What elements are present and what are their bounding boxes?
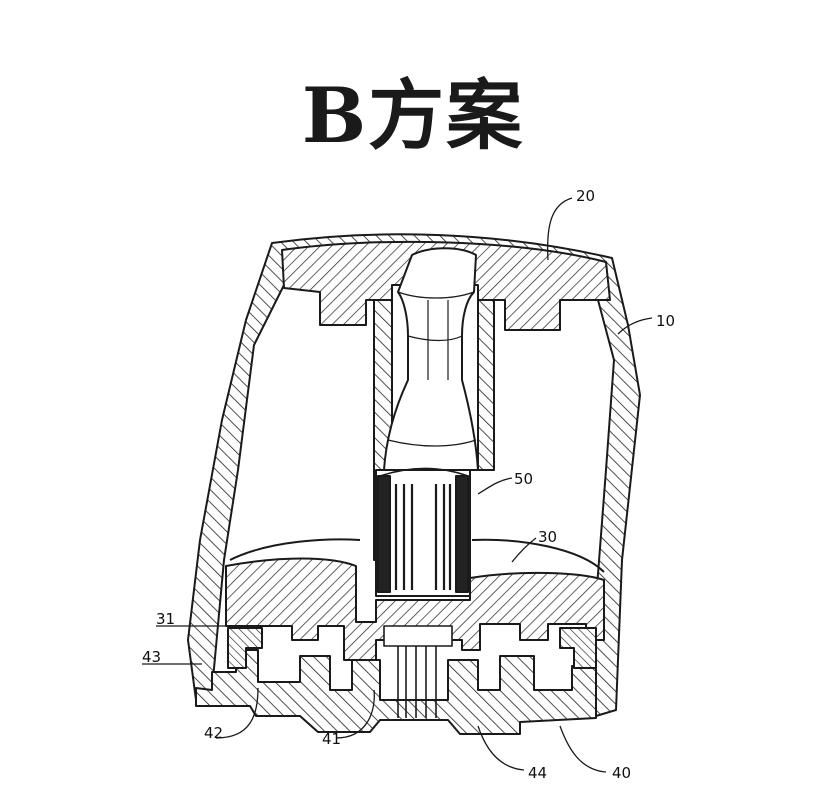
base bbox=[195, 649, 597, 735]
air-tube bbox=[383, 247, 479, 471]
inner-tank-right-wall bbox=[471, 538, 605, 573]
seal-plug bbox=[225, 557, 605, 661]
callout-50: 50 bbox=[514, 470, 533, 488]
right-seal-pocket bbox=[559, 627, 597, 669]
inner-tank-left-wall bbox=[229, 538, 361, 561]
heating-core bbox=[375, 469, 471, 597]
diagram-title: B方案 bbox=[301, 71, 525, 160]
callout-20: 20 bbox=[576, 187, 595, 205]
callout-41: 41 bbox=[322, 730, 341, 748]
callout-10: 10 bbox=[656, 312, 675, 330]
callout-30: 30 bbox=[538, 528, 557, 546]
center-tube-housing-right bbox=[477, 299, 495, 471]
callout-42: 42 bbox=[204, 724, 223, 742]
electrode-pins bbox=[383, 625, 453, 718]
callout-31: 31 bbox=[156, 610, 175, 628]
callout-44: 44 bbox=[528, 764, 547, 782]
callout-40: 40 bbox=[612, 764, 631, 782]
left-seal-pocket bbox=[227, 627, 263, 669]
callout-43: 43 bbox=[142, 648, 161, 666]
